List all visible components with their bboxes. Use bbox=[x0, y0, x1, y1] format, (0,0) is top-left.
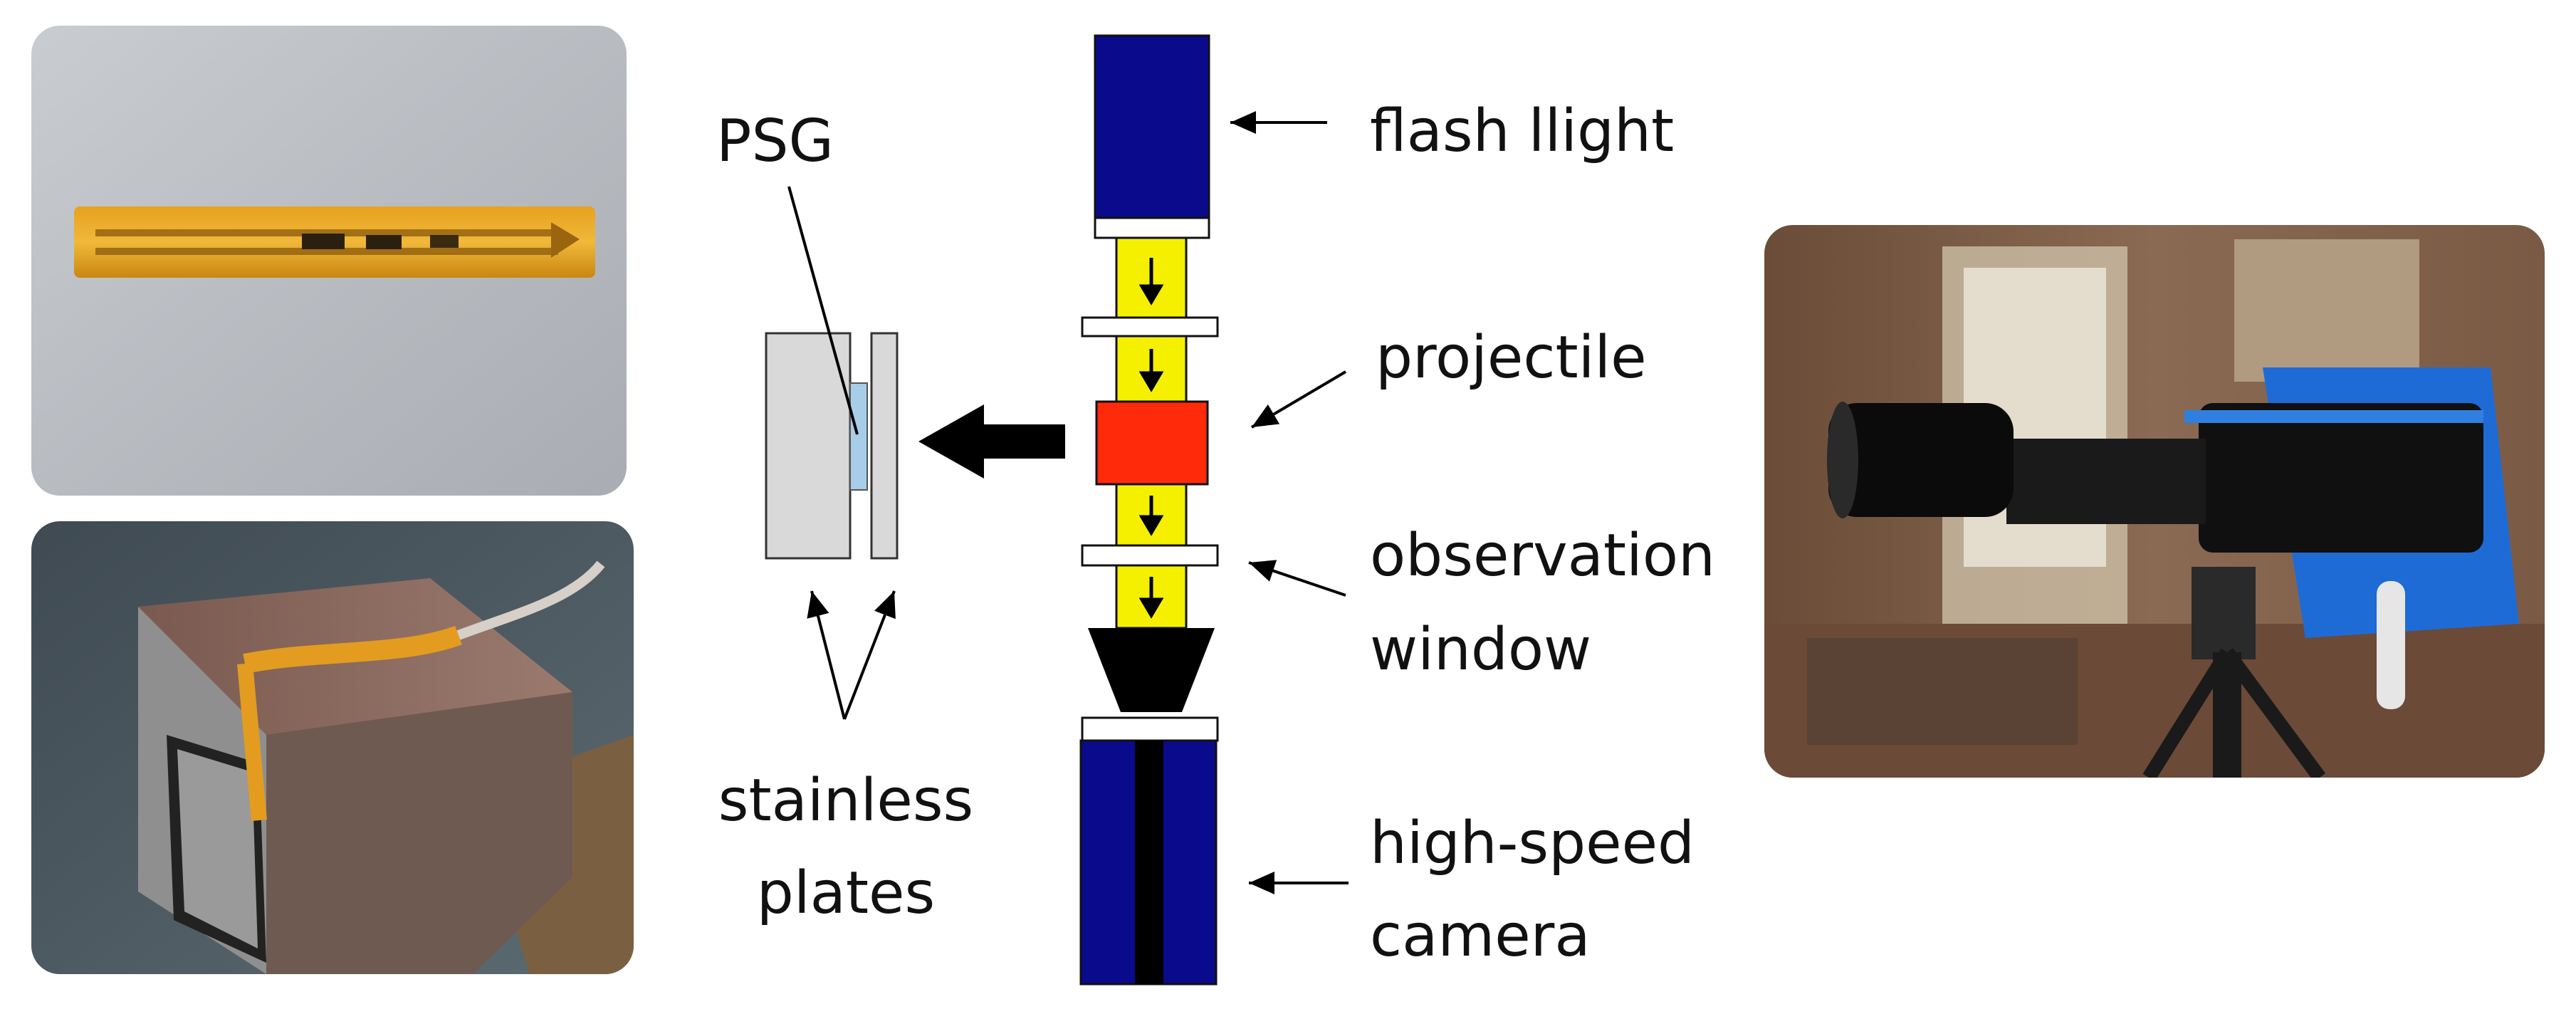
stainless-pointer-right bbox=[843, 590, 896, 720]
stainless-label-line2: plates bbox=[757, 859, 935, 927]
camera-label-line2: camera bbox=[1370, 902, 1591, 970]
observation-window bbox=[1081, 544, 1219, 567]
upper-window bbox=[1081, 316, 1219, 338]
flash-light-window bbox=[1094, 216, 1210, 239]
observation-label-line2: window bbox=[1370, 616, 1591, 684]
camera-lens bbox=[1088, 628, 1215, 712]
flow-arrow-icon bbox=[1138, 258, 1164, 619]
psg-pointer-line bbox=[787, 186, 859, 435]
observation-label-line1: observation bbox=[1370, 522, 1715, 590]
stainless-label-line1: stainless bbox=[718, 767, 974, 835]
high-speed-camera-photo bbox=[1764, 225, 2545, 778]
flash-light-label: flash llight bbox=[1370, 98, 1674, 165]
psg-film bbox=[849, 382, 868, 491]
stainless-pointer-left bbox=[807, 590, 846, 720]
camera-center-stripe bbox=[1135, 741, 1163, 984]
psg-label: PSG bbox=[716, 108, 834, 175]
camera-window bbox=[1081, 716, 1219, 742]
sensor-on-stainless-block-photo bbox=[31, 521, 634, 974]
projectile bbox=[1095, 400, 1209, 486]
projectile-label: projectile bbox=[1376, 324, 1647, 392]
impact-direction-arrow bbox=[918, 404, 1065, 479]
observation-window-arrow bbox=[1248, 560, 1346, 597]
projectile-arrow bbox=[1250, 370, 1347, 429]
psg-sensor-strip-photo bbox=[31, 26, 627, 496]
stainless-plate-right bbox=[870, 332, 899, 560]
camera-label-line1: high-speed bbox=[1370, 810, 1695, 877]
flash-light-body bbox=[1094, 34, 1210, 219]
